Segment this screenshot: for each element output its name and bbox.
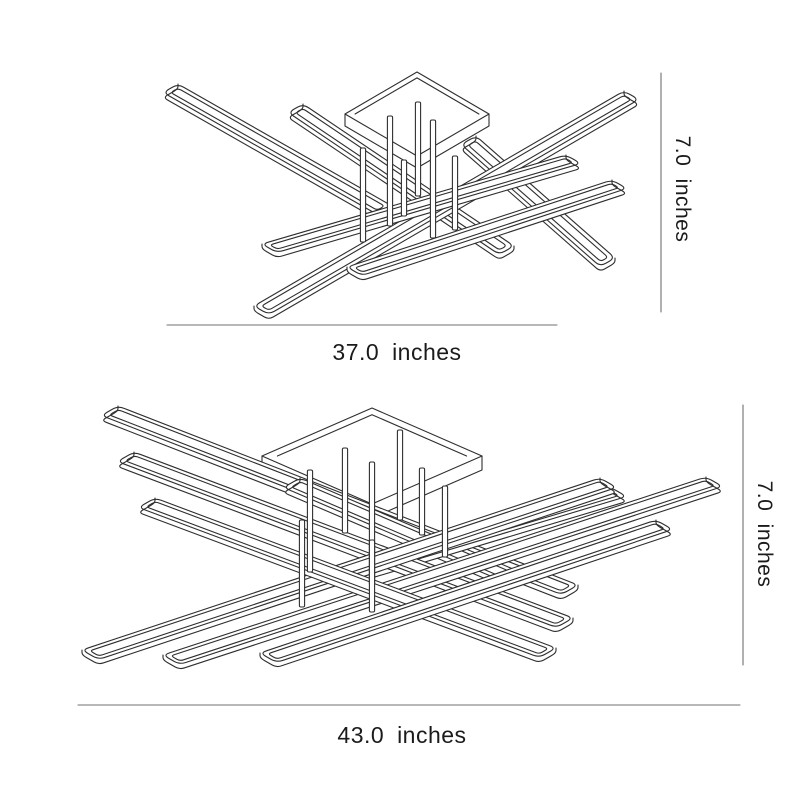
bottom-figure-height-label: 7.0 inches [753, 480, 776, 588]
fixture-drawing-43in-dimension-lines [77, 404, 744, 706]
top-figure-width-label: 37.0 inches [332, 339, 462, 365]
bottom-figure-width-label: 43.0 inches [337, 722, 467, 748]
fixture-drawing-43in [81, 405, 721, 670]
top-figure-height-label: 7.0 inches [671, 135, 694, 243]
fixture-drawing-37in [164, 71, 638, 319]
fixture-drawing-37in-dimension-lines [166, 72, 662, 326]
